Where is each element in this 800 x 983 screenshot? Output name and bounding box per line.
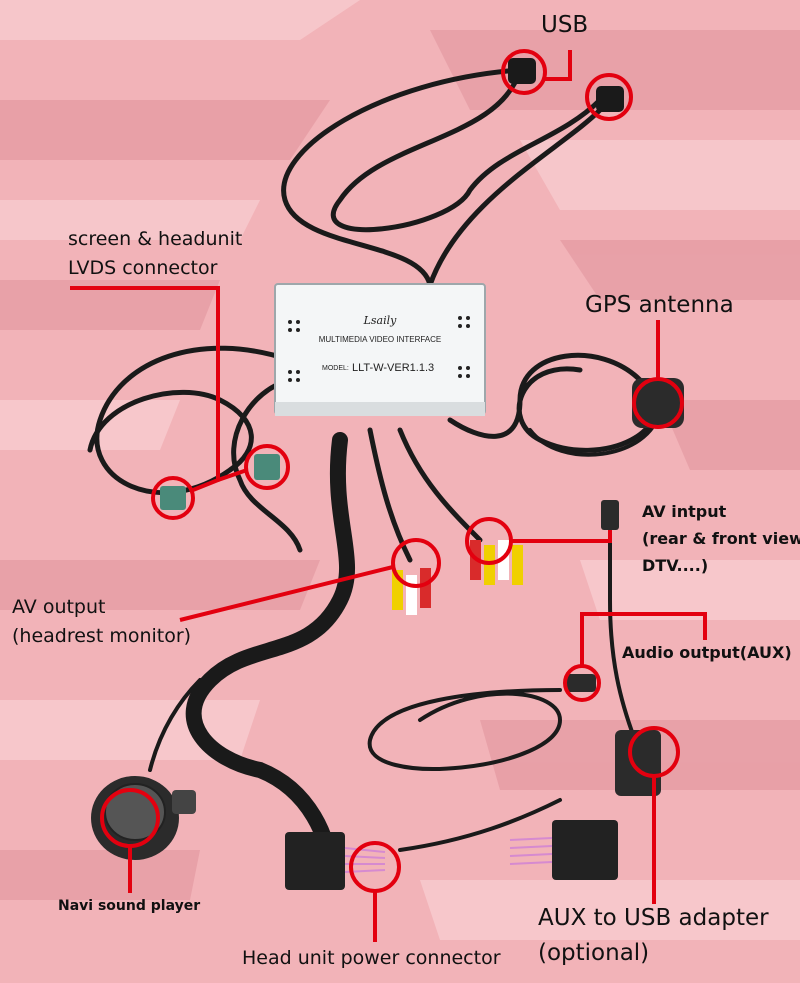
power-lead — [398, 798, 562, 852]
main-harness — [185, 432, 355, 878]
callouts — [70, 49, 707, 942]
audio-output-callout-line — [580, 612, 707, 666]
usb-callout-circle-2 — [585, 73, 633, 121]
aux-cable — [367, 688, 563, 771]
usb-plug-2 — [596, 86, 624, 112]
av-output-callout-line — [179, 565, 394, 622]
av-input-plug — [601, 500, 619, 530]
head-unit-power-label: Head unit power connector — [242, 947, 501, 969]
lvds-callout-circle-2 — [244, 444, 290, 490]
usb-cable — [281, 67, 603, 288]
usb-plug-1 — [508, 58, 536, 84]
module-model-label: MODEL: — [322, 365, 349, 372]
aux-usb-label-line1: AUX to USB adapter — [538, 905, 769, 931]
gps-antenna — [632, 378, 684, 428]
av-input-cable — [608, 518, 637, 742]
power-connector-right — [509, 820, 618, 880]
av-output-label-line1: AV output — [12, 596, 106, 618]
lvds-callout-circle-1 — [151, 476, 195, 520]
av-output-label-line2: (headrest monitor) — [12, 625, 192, 647]
interface-module: Lsaily MULTIMEDIA VIDEO INTERFACE MODEL:… — [274, 283, 486, 416]
lvds-label-line2: LVDS connector — [68, 257, 218, 279]
lvds-callout-line-2 — [217, 468, 248, 482]
module-brand: Lsaily — [363, 314, 398, 327]
module-title: MULTIMEDIA VIDEO INTERFACE — [319, 335, 442, 344]
power-connector-left — [285, 832, 386, 890]
lvds-connector-1 — [160, 486, 186, 510]
rca-plugs-output — [392, 568, 431, 615]
av-output-callout-circle — [391, 538, 441, 588]
gps-label: GPS antenna — [585, 292, 734, 318]
av-input-label-line2: (rear & front view — [642, 529, 800, 548]
usb-label: USB — [541, 12, 589, 38]
usb-callout-line — [545, 50, 572, 81]
aux-usb-label-line2: (optional) — [538, 940, 650, 966]
speaker-cable — [148, 678, 202, 772]
lvds-label-line1: screen & headunit — [68, 228, 243, 250]
lvds-cable-right — [231, 377, 303, 553]
navi-sound-label: Navi sound player — [58, 898, 201, 914]
av-input-callout-line — [511, 530, 612, 543]
audio-output-label: Audio output(AUX) — [622, 643, 792, 662]
lvds-connector-2 — [254, 454, 280, 480]
aux-jack — [566, 674, 596, 692]
av-input-label-line1: AV intput — [642, 502, 727, 521]
av-input-label-line3: DTV....) — [642, 556, 709, 575]
lvds-callout-line — [70, 286, 220, 492]
usb-callout-circle-1 — [501, 49, 547, 95]
module-model: LLT-W-VER1.1.3 — [352, 362, 434, 374]
aux-usb-adapter — [615, 730, 661, 796]
